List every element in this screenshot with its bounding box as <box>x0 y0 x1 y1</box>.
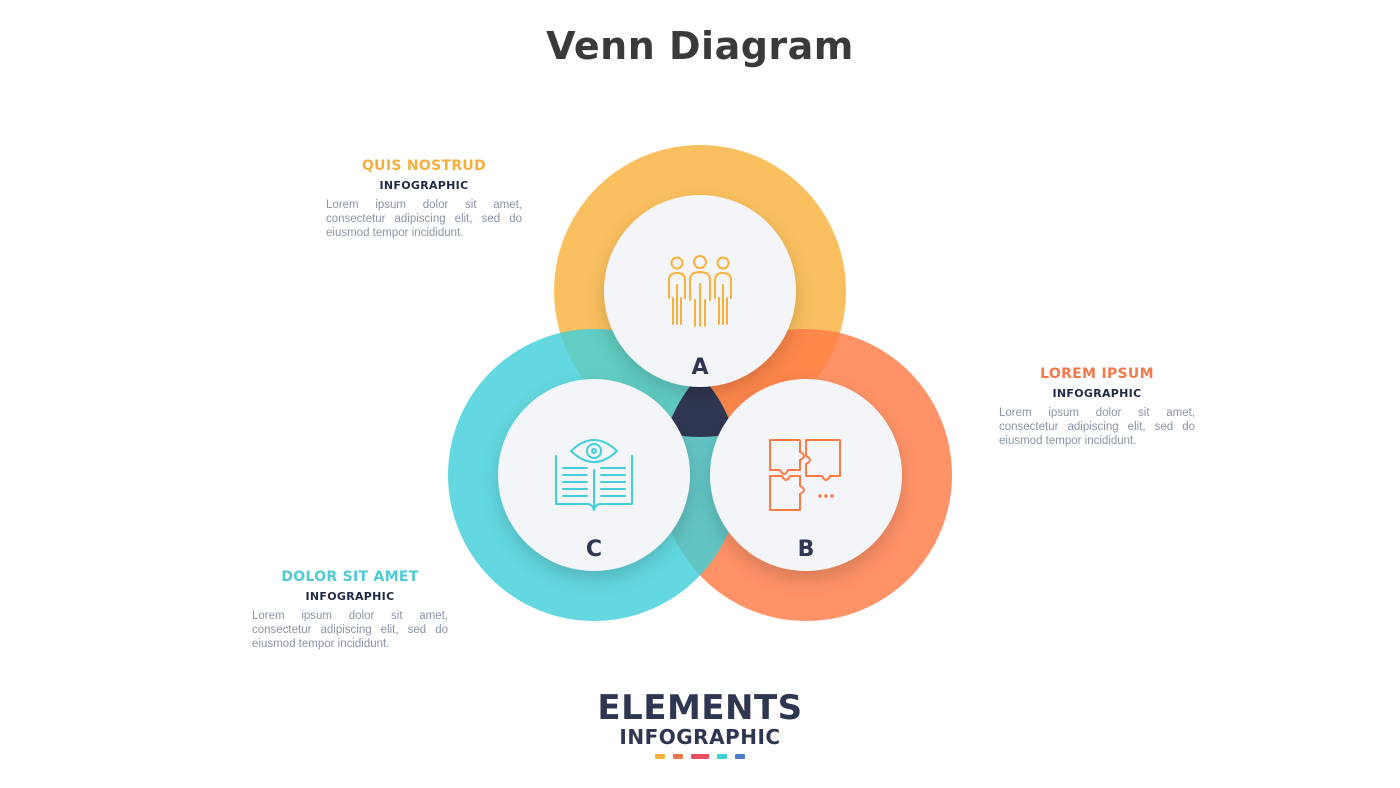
brand-dot <box>717 754 727 759</box>
brand-color-dots <box>0 754 1400 759</box>
block-body: Lorem ipsum dolor sit amet, consectetur … <box>252 610 448 650</box>
block-body: Lorem ipsum dolor sit amet, consectetur … <box>326 199 522 239</box>
circle-label-a: A <box>691 355 708 380</box>
text-block-dolor-sit-amet: DOLOR SIT AMET INFOGRAPHIC Lorem ipsum d… <box>252 569 448 651</box>
text-block-lorem-ipsum: LOREM IPSUM INFOGRAPHIC Lorem ipsum dolo… <box>999 366 1195 448</box>
brand-dot <box>691 754 709 759</box>
page-title: Venn Diagram <box>546 24 854 68</box>
circle-label-b: B <box>798 537 815 562</box>
circle-label-c: C <box>586 537 602 562</box>
block-heading: QUIS NOSTRUD <box>361 158 487 174</box>
book-eye-icon <box>555 439 633 511</box>
people-icon <box>668 255 732 327</box>
block-heading: DOLOR SIT AMET <box>281 569 419 585</box>
block-subheading: INFOGRAPHIC <box>1052 387 1142 400</box>
block-body: Lorem ipsum dolor sit amet, consectetur … <box>999 407 1195 447</box>
brand-subtitle: INFOGRAPHIC <box>619 725 781 749</box>
brand-logo: ELEMENTS INFOGRAPHIC <box>0 690 1400 759</box>
brand-dot <box>673 754 683 759</box>
puzzle-icon <box>769 439 841 511</box>
brand-dot <box>735 754 745 759</box>
brand-dot <box>655 754 665 759</box>
brand-name: ELEMENTS <box>597 688 803 728</box>
block-subheading: INFOGRAPHIC <box>379 179 469 192</box>
block-heading: LOREM IPSUM <box>1040 366 1154 382</box>
block-subheading: INFOGRAPHIC <box>305 590 395 603</box>
text-block-quis-nostrud: QUIS NOSTRUD INFOGRAPHIC Lorem ipsum dol… <box>326 158 522 240</box>
